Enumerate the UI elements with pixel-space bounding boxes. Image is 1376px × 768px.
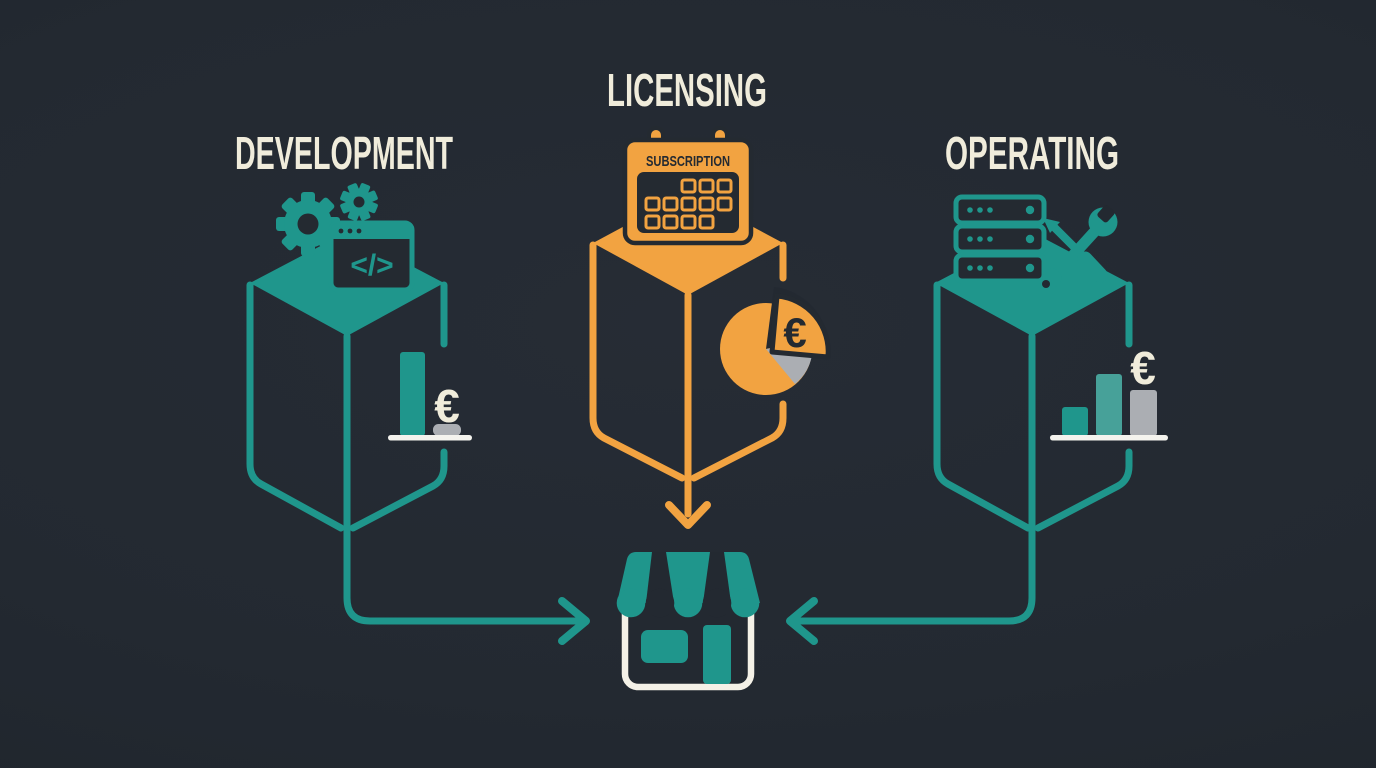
flow-line (343, 332, 585, 625)
calendar-grid (644, 178, 733, 230)
development-branch: DEVELOPMENT (235, 127, 590, 645)
small-gear-icon (340, 183, 378, 221)
box-left-edge (589, 241, 686, 482)
euro-symbol: € (783, 309, 806, 356)
development-title: DEVELOPMENT (235, 127, 453, 179)
licensing-title: LICENSING (607, 64, 767, 116)
store-window (641, 630, 688, 663)
pie-chart-icon: € (720, 287, 831, 395)
euro-symbol: € (1130, 342, 1156, 394)
chart-bar-tall (1096, 374, 1122, 436)
box-right-edge-bottom (1034, 448, 1133, 532)
server-rack-icon (953, 194, 1047, 284)
chart-baseline (388, 435, 472, 441)
operating-branch: OPERATING (786, 127, 1168, 645)
box-left-edge (246, 281, 345, 532)
chart-mound (433, 424, 461, 436)
box-left-edge (933, 281, 1032, 532)
euro-symbol: € (434, 380, 460, 432)
chart-baseline (1050, 435, 1168, 441)
storefront-icon (616, 552, 760, 691)
bar-chart-icon: € (1050, 342, 1168, 441)
box-right-edge-bottom (690, 400, 787, 482)
store-awning (616, 552, 760, 618)
chart-bar-small (1062, 407, 1088, 436)
flow-line (793, 332, 1036, 625)
code-window-icon: </> (328, 220, 415, 293)
flow-arrowhead (786, 597, 818, 645)
box-right-edge-bottom (349, 448, 448, 532)
tools-icon (1042, 205, 1118, 288)
flow-arrowhead (558, 597, 590, 645)
flow-arrowhead (665, 501, 711, 529)
subscription-calendar-icon: SUBSCRIPTION (622, 126, 754, 246)
code-symbol: </> (350, 249, 393, 282)
pie-exploded-slice (769, 293, 831, 360)
chart-bar (400, 352, 425, 436)
operating-title: OPERATING (945, 127, 1119, 179)
licensing-branch: LICENSING SUBSCRIPTION (589, 64, 831, 529)
calendar-label: SUBSCRIPTION (646, 153, 730, 170)
store-door (703, 625, 731, 684)
bar-chart-icon: € (388, 352, 472, 441)
chart-bar-gray (1130, 390, 1157, 436)
